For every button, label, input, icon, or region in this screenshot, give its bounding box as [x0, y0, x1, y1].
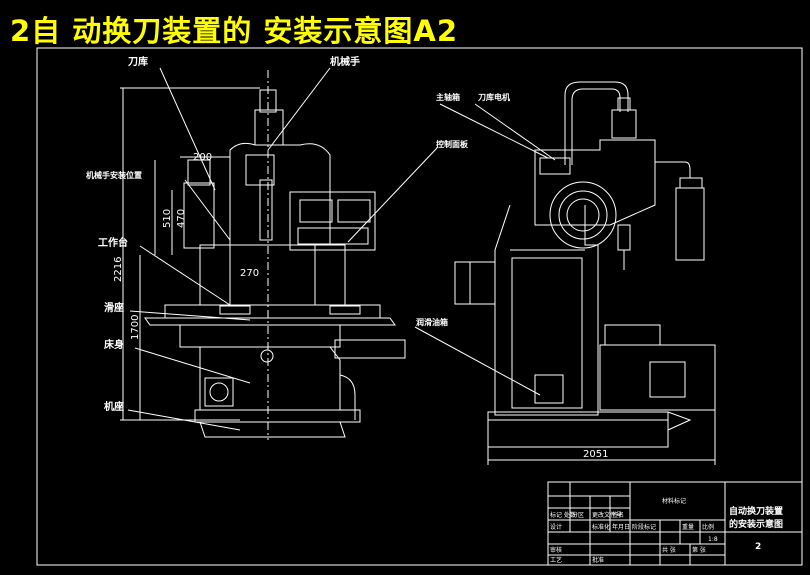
tb-scale-value: 1:8	[708, 536, 718, 543]
dim-510: 510	[162, 209, 173, 228]
tb-col-zone: 分区	[572, 511, 584, 519]
label-bed: 床身	[104, 338, 124, 351]
tb-weight-label: 重量	[682, 523, 694, 531]
front-view	[120, 70, 406, 440]
tb-row-review: 审核	[550, 546, 562, 554]
tb-col-date: 年月日	[612, 523, 630, 531]
dim-2051: 2051	[583, 449, 608, 460]
tb-col-change: 更改文件号	[592, 511, 622, 519]
tb-material-mark: 材料标记	[662, 497, 686, 505]
title-block	[547, 481, 803, 566]
label-tool-magazine: 刀库	[128, 55, 148, 68]
tb-stage-label: 阶段标记	[632, 523, 656, 531]
label-saddle: 滑座	[104, 301, 124, 314]
tb-name-line1: 自动换刀装置	[729, 505, 783, 517]
dim-2216: 2216	[113, 257, 124, 282]
label-manipulator: 机械手	[330, 55, 360, 68]
tb-sheets-total: 共 张	[662, 546, 676, 554]
dim-200: 200	[193, 152, 212, 163]
label-base: 机座	[104, 400, 124, 413]
dim-270: 270	[240, 268, 259, 279]
tb-approve: 批准	[592, 556, 604, 564]
dim-470: 470	[176, 209, 187, 228]
label-manipulator-mount: 机械手安装位置	[86, 170, 142, 180]
label-magazine-motor: 刀库电机	[478, 92, 510, 102]
tb-row-mark: 标记 处数	[550, 511, 576, 519]
dim-1700: 1700	[130, 315, 141, 340]
side-leaders	[347, 103, 556, 396]
tb-col-sign: 签名	[612, 511, 624, 519]
tb-row-process: 工艺	[550, 556, 562, 564]
label-spindle-box: 主轴箱	[436, 92, 460, 102]
tb-row-design: 设计	[550, 523, 562, 531]
side-view	[454, 81, 716, 465]
tb-sheet-no: 第 张	[692, 546, 706, 554]
tb-name-line2: 的安装示意图	[729, 518, 783, 530]
tb-drawing-number: 2	[755, 542, 761, 552]
drawing-title: 2自 动换刀装置的 安装示意图A2	[10, 14, 458, 48]
label-lube-box: 润滑油箱	[416, 317, 448, 327]
label-control-panel: 控制面板	[436, 139, 469, 149]
label-worktable: 工作台	[98, 236, 128, 249]
tb-scale-label: 比例	[702, 523, 714, 531]
drawing-frame	[36, 47, 803, 566]
front-leaders	[127, 67, 331, 431]
tb-standardization: 标准化	[592, 523, 610, 531]
